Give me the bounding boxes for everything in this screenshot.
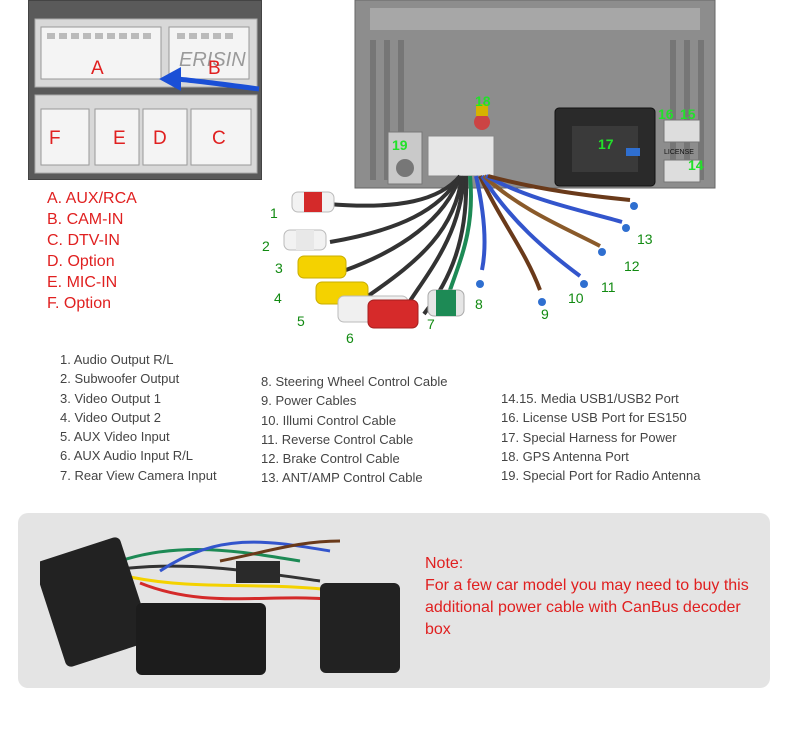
note-title: Note:: [425, 553, 765, 575]
cable-list-item: 5. AUX Video Input: [60, 427, 217, 446]
cable-list-item: 11. Reverse Control Cable: [261, 430, 447, 449]
port-letter-b: B: [208, 58, 221, 80]
cable-list-item: 17. Special Harness for Power: [501, 428, 700, 447]
cable-list-column-2: 8. Steering Wheel Control Cable 9. Power…: [261, 372, 447, 488]
legend-item-f: F. Option: [47, 293, 137, 314]
note-body: For a few car model you may need to buy …: [425, 575, 765, 641]
callout-8: 8: [475, 296, 483, 312]
cable-list-item: 7. Rear View Camera Input: [60, 466, 217, 485]
callout-9: 9: [541, 306, 549, 322]
callout-16: 16: [658, 106, 674, 122]
cable-list-item: 18. GPS Antenna Port: [501, 447, 700, 466]
callout-19: 19: [392, 137, 408, 153]
head-unit-wiring-illustration: LICENSE: [250, 0, 720, 350]
cable-list-column-3: 14.15. Media USB1/USB2 Port 16. License …: [501, 389, 700, 485]
callout-6: 6: [346, 330, 354, 346]
canbus-harness-illustration: [40, 521, 420, 681]
port-letter-e: E: [113, 128, 126, 150]
cable-list-item: 2. Subwoofer Output: [60, 369, 217, 388]
port-letter-f: F: [49, 128, 61, 150]
port-letter-c: C: [212, 128, 226, 150]
legend-item-c: C. DTV-IN: [47, 230, 137, 251]
callout-5: 5: [297, 313, 305, 329]
connector-closeup-panel: ERISIN A B F E D C: [28, 0, 262, 180]
callout-4: 4: [274, 290, 282, 306]
cable-list-item: 19. Special Port for Radio Antenna: [501, 466, 700, 485]
cable-list-item: 13. ANT/AMP Control Cable: [261, 468, 447, 487]
cable-list-column-1: 1. Audio Output R/L 2. Subwoofer Output …: [60, 350, 217, 485]
cable-list-item: 6. AUX Audio Input R/L: [60, 446, 217, 465]
cable-list-item: 10. Illumi Control Cable: [261, 411, 447, 430]
canbus-note: Note: For a few car model you may need t…: [425, 553, 765, 641]
cable-list-item: 4. Video Output 2: [60, 408, 217, 427]
callout-14: 14: [688, 157, 704, 173]
callout-15: 15: [680, 106, 696, 122]
connector-legend: A. AUX/RCA B. CAM-IN C. DTV-IN D. Option…: [47, 188, 137, 314]
connector-closeup-illustration: ERISIN: [29, 1, 261, 179]
cable-list-item: 1. Audio Output R/L: [60, 350, 217, 369]
callout-12: 12: [624, 258, 640, 274]
license-label: LICENSE: [664, 149, 694, 156]
callout-13: 13: [637, 231, 653, 247]
cable-list-item: 14.15. Media USB1/USB2 Port: [501, 389, 700, 408]
legend-item-d: D. Option: [47, 251, 137, 272]
callout-1: 1: [270, 205, 278, 221]
cable-list-item: 3. Video Output 1: [60, 389, 217, 408]
cable-list-item: 9. Power Cables: [261, 391, 447, 410]
legend-item-e: E. MIC-IN: [47, 272, 137, 293]
callout-17: 17: [598, 136, 614, 152]
callout-10: 10: [568, 290, 584, 306]
legend-item-a: A. AUX/RCA: [47, 188, 137, 209]
port-letter-d: D: [153, 128, 167, 150]
callout-18: 18: [475, 93, 491, 109]
legend-item-b: B. CAM-IN: [47, 209, 137, 230]
cable-list-item: 16. License USB Port for ES150: [501, 408, 700, 427]
callout-3: 3: [275, 260, 283, 276]
callout-7: 7: [427, 316, 435, 332]
callout-2: 2: [262, 238, 270, 254]
cable-list-item: 12. Brake Control Cable: [261, 449, 447, 468]
cable-list-item: 8. Steering Wheel Control Cable: [261, 372, 447, 391]
canbus-note-panel: Note: For a few car model you may need t…: [18, 513, 770, 688]
callout-11: 11: [601, 279, 616, 295]
port-letter-a: A: [91, 58, 104, 80]
